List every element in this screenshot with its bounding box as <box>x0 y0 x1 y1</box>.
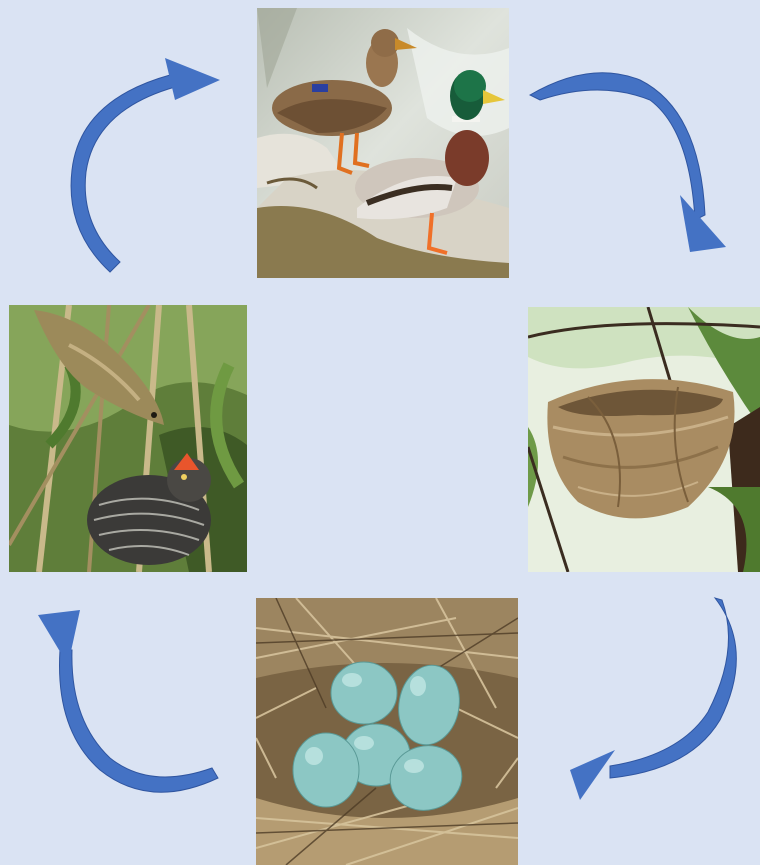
arrow-icon <box>570 598 736 800</box>
arrow-icon <box>530 73 726 252</box>
arrow-icon <box>71 58 220 272</box>
arrow-icon <box>38 610 218 792</box>
